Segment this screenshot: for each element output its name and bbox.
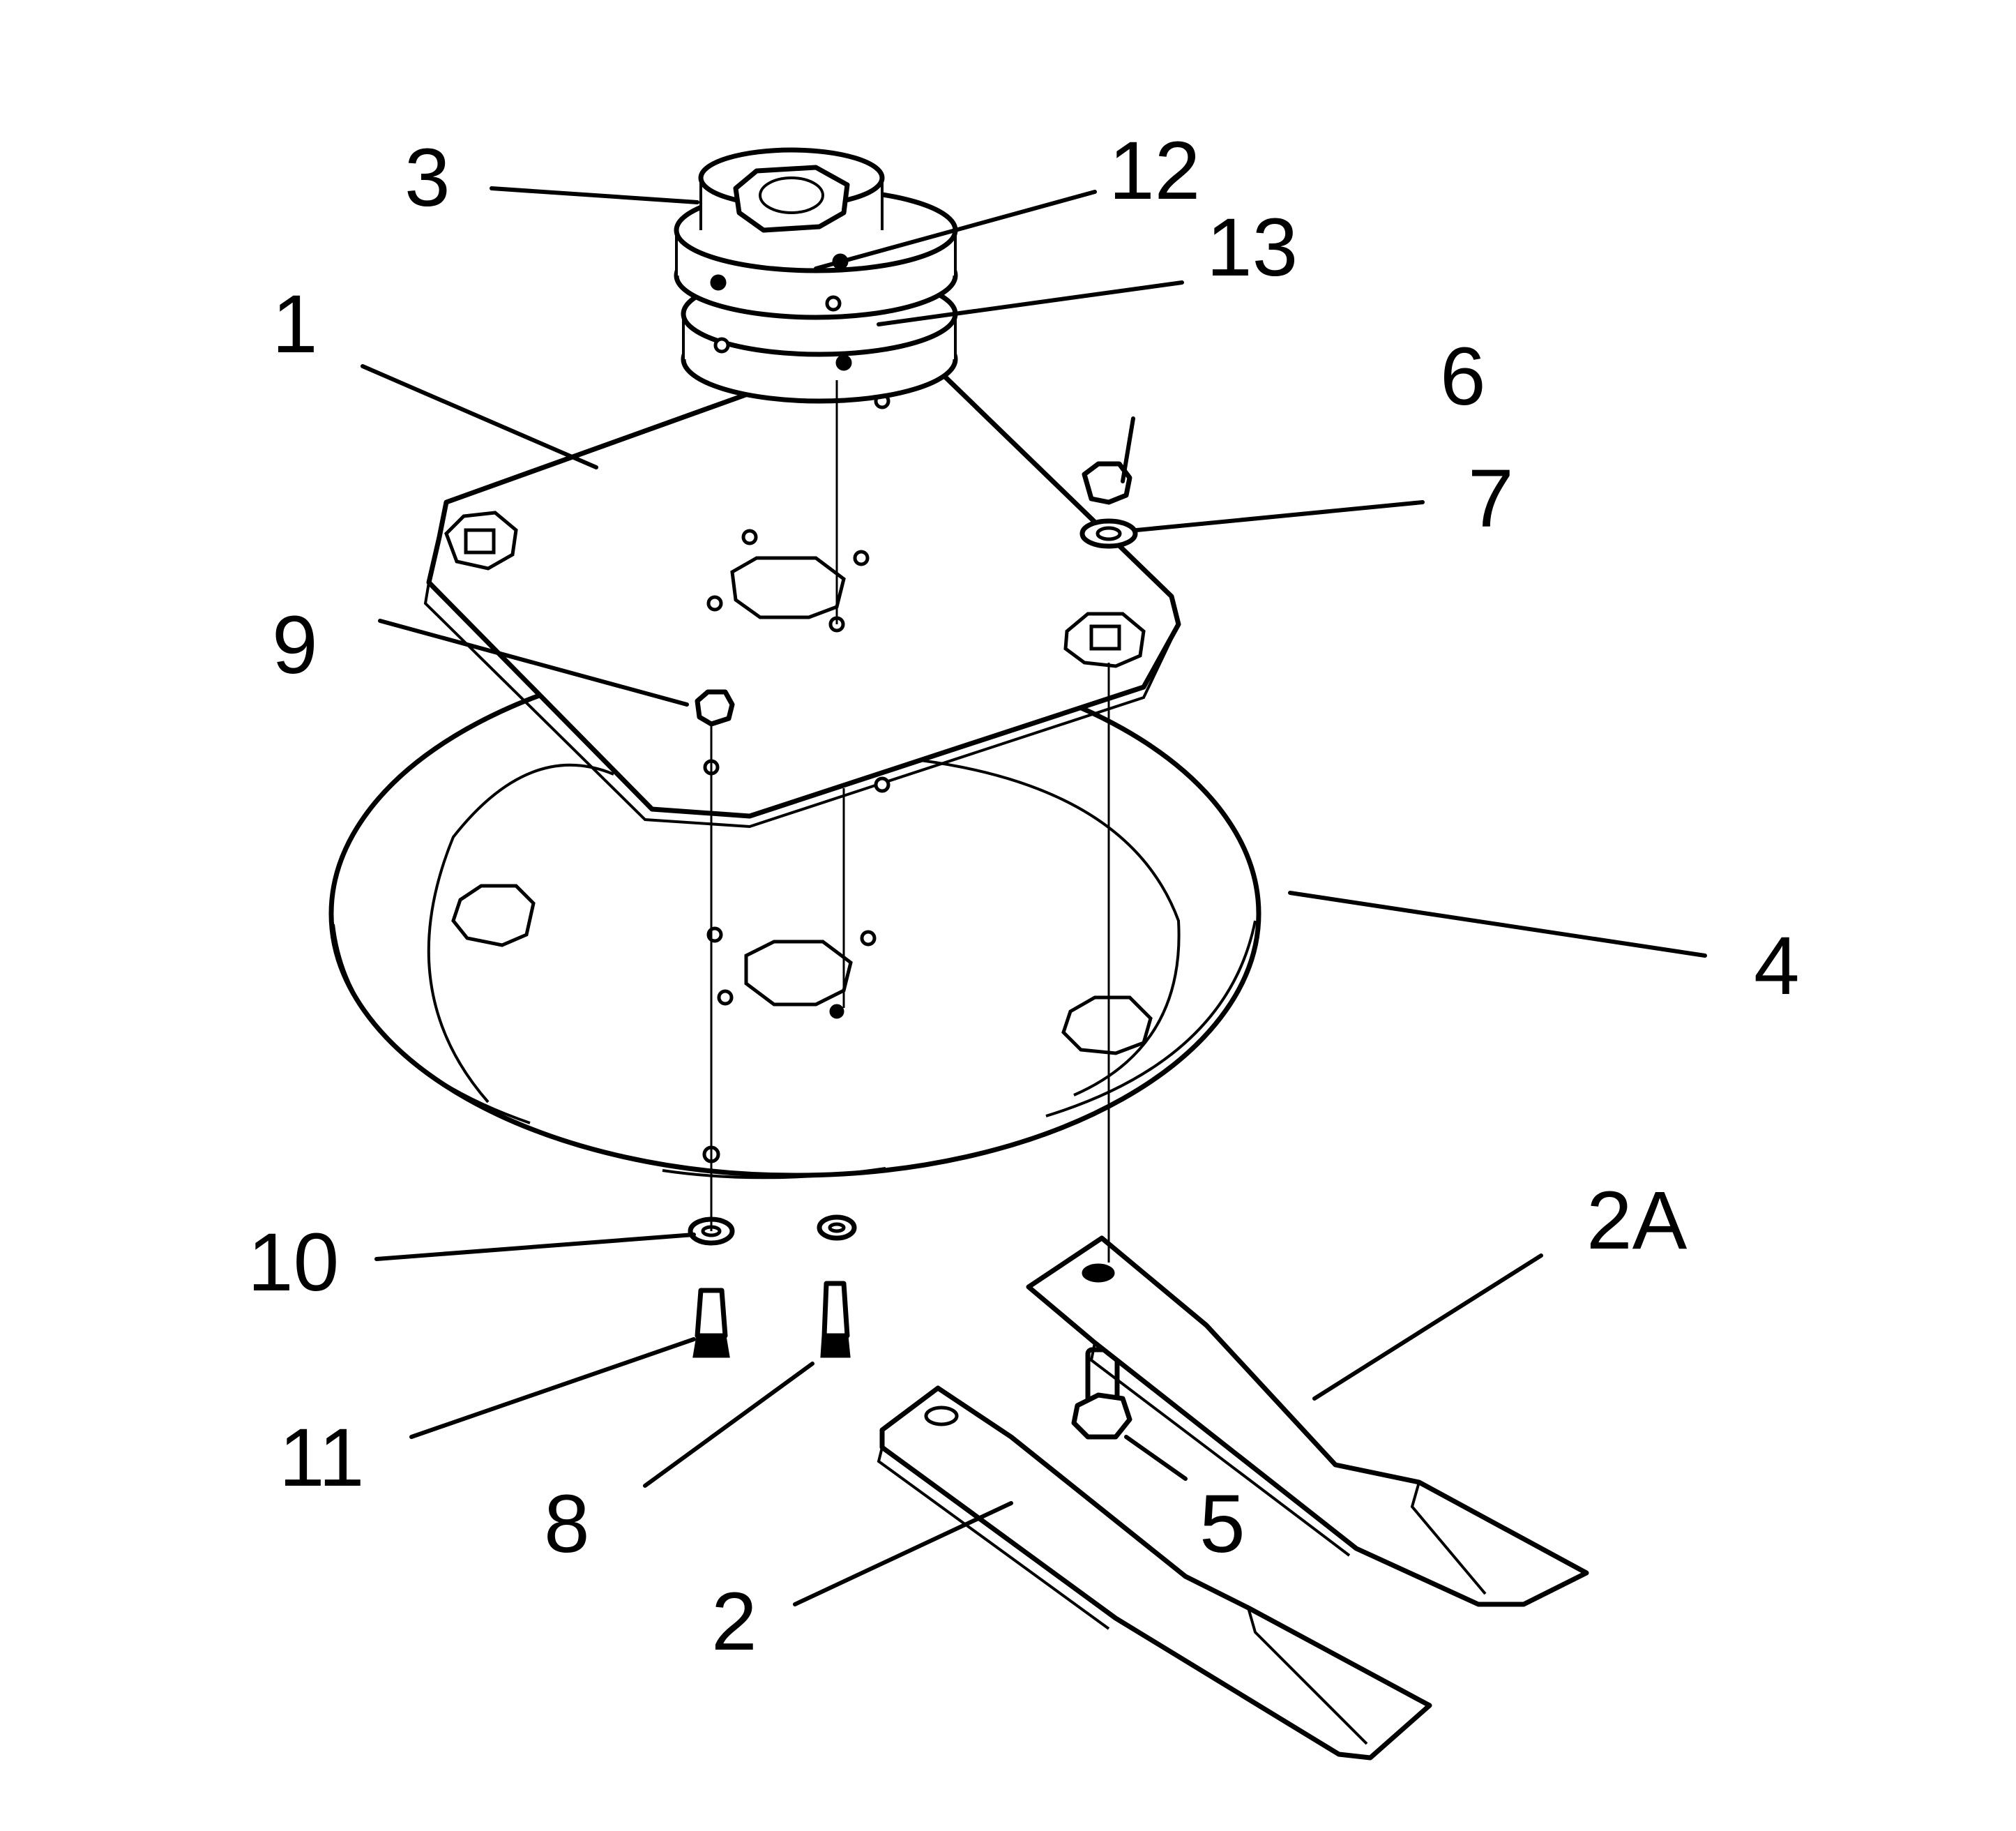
lower-bolts bbox=[692, 1281, 851, 1358]
callout-1: 1 bbox=[272, 278, 318, 370]
disc-hole-right bbox=[1061, 995, 1153, 1055]
pulley-assembly bbox=[674, 147, 958, 404]
disc-hole-left bbox=[451, 884, 536, 947]
nut-and-washer bbox=[1079, 461, 1138, 549]
callout-3: 3 bbox=[404, 132, 450, 224]
callout-11: 11 bbox=[279, 1412, 365, 1504]
cutting-disc bbox=[328, 649, 1261, 1180]
plate-center-hole bbox=[730, 556, 846, 619]
callout-labels: 3 12 13 1 6 7 9 4 10 2A 11 8 5 2 bbox=[248, 125, 1800, 1668]
callout-12: 12 bbox=[1109, 125, 1200, 217]
spindle-hex-nut bbox=[733, 165, 850, 233]
assembly-axes bbox=[710, 380, 1110, 1263]
callout-4: 4 bbox=[1754, 920, 1800, 1012]
callout-2: 2 bbox=[711, 1576, 757, 1668]
small-nut bbox=[695, 689, 735, 727]
callout-7: 7 bbox=[1468, 453, 1514, 545]
callout-5: 5 bbox=[1199, 1478, 1245, 1570]
callout-6: 6 bbox=[1440, 331, 1486, 423]
blade-bolt bbox=[1071, 1347, 1132, 1440]
disc-hole-center bbox=[744, 940, 853, 1007]
callout-2a: 2A bbox=[1586, 1175, 1688, 1267]
leader-lines bbox=[361, 186, 1707, 1606]
callout-8: 8 bbox=[544, 1478, 590, 1570]
blade-2 bbox=[877, 1385, 1432, 1761]
lower-washers bbox=[688, 1214, 857, 1246]
callout-13: 13 bbox=[1206, 202, 1298, 294]
callout-10: 10 bbox=[248, 1216, 339, 1309]
blade-2a bbox=[1026, 1235, 1589, 1607]
mounting-plate bbox=[423, 374, 1181, 829]
callout-9: 9 bbox=[272, 599, 318, 691]
hex-nut bbox=[1082, 461, 1132, 505]
